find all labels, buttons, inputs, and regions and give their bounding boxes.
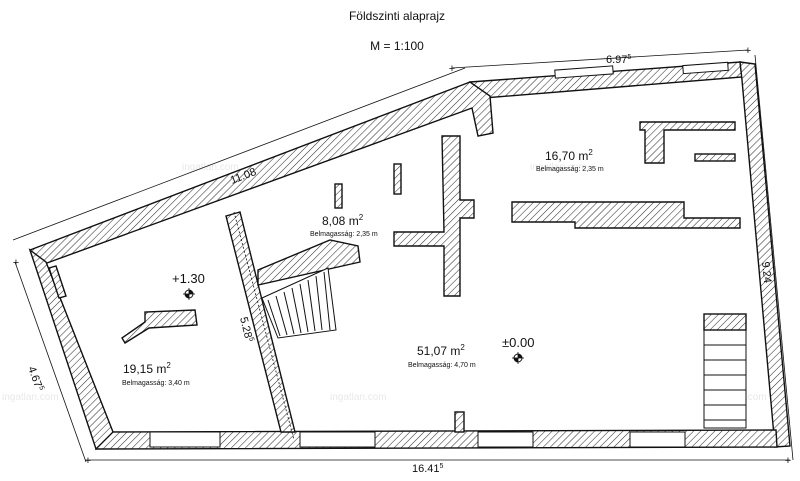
svg-text:+: + <box>85 455 91 467</box>
svg-text:+: + <box>745 45 751 57</box>
wall-counter <box>511 201 741 229</box>
watermark-left: ingatlan.com <box>2 392 59 403</box>
wall-stub-left <box>48 265 67 299</box>
room-8-08: 8,08 m2 Belmagasság: 2,35 m <box>310 213 378 238</box>
level-marker-upper: +1.30 <box>172 271 205 300</box>
outer-walls <box>28 61 791 451</box>
room-area: 16,70 m2 <box>545 148 593 163</box>
room-area: 19,15 m2 <box>123 361 171 376</box>
plan-title: Földszinti alaprajz <box>349 9 445 23</box>
wall-fixture-2 <box>694 153 736 162</box>
staircase <box>261 267 337 339</box>
room-height: Belmagasság: 4,70 m <box>408 362 476 369</box>
level-label: +1.30 <box>172 271 205 286</box>
wall-stair-top <box>257 239 361 286</box>
window-top-2 <box>682 61 729 75</box>
watermark-center: ingatlan.com <box>330 392 387 403</box>
level-target-icon <box>183 288 195 300</box>
wall-partition-left <box>225 211 296 433</box>
window-bottom-3 <box>477 431 534 448</box>
dim-top-right: 6.975 <box>606 54 631 66</box>
level-target-icon <box>512 352 524 364</box>
room-height: Belmagasság: 2,35 m <box>536 166 604 173</box>
wall-right <box>739 61 791 448</box>
level-label: ±0.00 <box>502 335 534 350</box>
wall-fixture-left <box>121 309 198 344</box>
dim-right: 9.24 <box>759 261 773 284</box>
wall-diagonal <box>29 81 494 268</box>
room-16-70: 16,70 m2 Belmagasság: 2,35 m <box>536 148 604 173</box>
wall-stub-bottom <box>454 411 465 433</box>
watermark-top-left: ingatlan.com <box>182 162 239 173</box>
svg-text:+: + <box>449 63 455 75</box>
wall-central <box>393 135 475 297</box>
room-51-07: 51,07 m2 Belmagasság: 4,70 m <box>408 343 476 369</box>
right-stairs <box>703 313 747 429</box>
window-top-1 <box>554 65 614 79</box>
windows <box>149 61 729 448</box>
window-bottom-2 <box>299 431 376 448</box>
dim-inner: 5.285 <box>237 316 255 344</box>
svg-text:+: + <box>785 455 791 467</box>
dim-bottom: 16.415 <box>412 463 444 475</box>
room-area: 51,07 m2 <box>417 343 465 358</box>
dim-left: 4.675 <box>25 365 45 393</box>
room-height: Belmagasság: 2,35 m <box>310 231 378 238</box>
room-height: Belmagasság: 3,40 m <box>122 380 190 387</box>
plan-scale: M = 1:100 <box>370 39 424 53</box>
level-marker-ground: ±0.00 <box>502 335 534 364</box>
svg-text:+: + <box>13 257 19 269</box>
dimension-lines: + + + + + <box>13 45 794 467</box>
watermark-top-right: ingatlan.com <box>530 162 587 173</box>
wall-fixture-1 <box>639 121 736 164</box>
wall-stub-2 <box>393 163 402 195</box>
room-19-15: 19,15 m2 Belmagasság: 3,40 m <box>122 361 190 387</box>
interior-walls <box>48 121 741 433</box>
window-bottom-4 <box>629 431 686 448</box>
window-bottom-1 <box>149 431 221 448</box>
room-area: 8,08 m2 <box>322 213 364 228</box>
wall-left <box>28 248 114 451</box>
wall-stub-1 <box>334 183 343 209</box>
watermarks: ingatlan.com ingatlan.com ingatlan.com i… <box>2 162 767 403</box>
